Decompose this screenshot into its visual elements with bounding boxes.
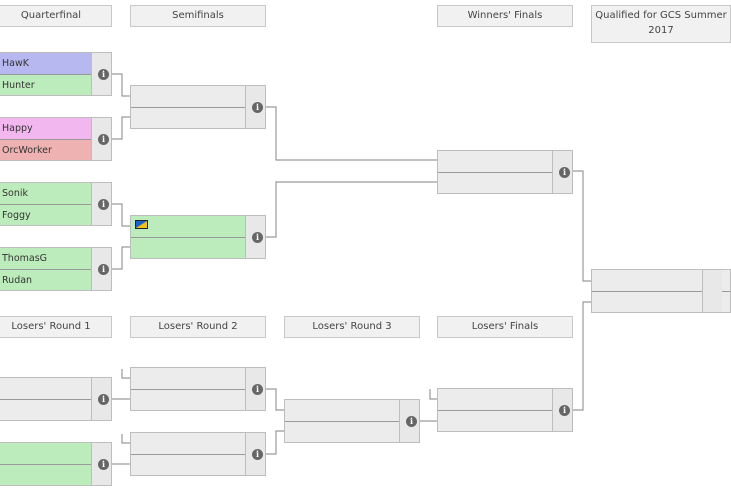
team-slot[interactable] [592,292,710,312]
match-divider [438,410,572,411]
match-losers-round-3[interactable]: i [284,399,420,443]
match-losers-finals[interactable]: i [437,388,573,432]
team-slot[interactable] [131,368,245,389]
team-slot[interactable] [131,390,245,410]
team-slot[interactable]: Happy [0,118,91,139]
team-slot[interactable] [438,389,552,410]
match-divider [592,291,730,292]
team-slot[interactable]: OrcWorker [0,140,91,160]
match-quarterfinal-3[interactable]: Sonik Foggy i [0,182,112,226]
team-slot[interactable]: Foggy [0,205,91,225]
match-divider [0,464,111,465]
match-divider [0,269,111,270]
header-qualified: Qualified for GCS Summer 2017 [591,5,731,43]
team-slot[interactable]: Sonik [0,183,91,204]
match-divider [131,389,265,390]
info-icon[interactable]: i [252,449,263,460]
team-slot[interactable] [0,378,91,399]
flag-icon [135,220,148,229]
match-divider [285,421,419,422]
header-winners-finals: Winners' Finals [437,5,573,27]
header-losers-round-2: Losers' Round 2 [130,316,266,338]
info-icon[interactable]: i [98,69,109,80]
team-slot[interactable]: Rudan [0,270,91,290]
header-losers-round-3: Losers' Round 3 [284,316,420,338]
team-slot[interactable] [438,151,552,172]
match-losers-round-1-2[interactable]: i [0,442,112,486]
team-slot[interactable]: HawK [0,53,91,74]
team-slot[interactable] [592,270,710,291]
match-winners-finals[interactable]: i [437,150,573,194]
match-divider [131,107,265,108]
match-divider [131,237,265,238]
header-losers-round-1: Losers' Round 1 [0,316,112,338]
score-column [702,270,722,312]
match-divider [131,454,265,455]
team-slot[interactable] [0,465,91,485]
match-divider [0,204,111,205]
match-semifinal-2[interactable]: i [130,215,266,259]
match-quarterfinal-1[interactable]: HawK Hunter i [0,52,112,96]
match-divider [0,74,111,75]
match-losers-round-2-1[interactable]: i [130,367,266,411]
info-icon[interactable]: i [98,199,109,210]
match-qualified[interactable] [591,269,731,313]
info-icon[interactable]: i [98,134,109,145]
team-slot[interactable] [131,433,245,454]
match-quarterfinal-2[interactable]: Happy OrcWorker i [0,117,112,161]
info-icon[interactable]: i [559,405,570,416]
info-icon[interactable]: i [406,416,417,427]
header-losers-finals: Losers' Finals [437,316,573,338]
info-icon[interactable]: i [559,167,570,178]
match-losers-round-1-1[interactable]: i [0,377,112,421]
header-quarterfinal: Quarterfinal [0,5,112,27]
match-divider [0,399,111,400]
match-divider [438,172,572,173]
team-slot[interactable] [131,86,245,107]
info-icon[interactable]: i [252,102,263,113]
match-divider [0,139,111,140]
team-slot[interactable] [438,411,552,431]
team-slot[interactable]: ThomasG [0,248,91,269]
team-slot[interactable] [0,400,91,420]
info-icon[interactable]: i [252,232,263,243]
team-slot[interactable] [131,216,245,237]
info-icon[interactable]: i [98,459,109,470]
match-quarterfinal-4[interactable]: ThomasG Rudan i [0,247,112,291]
team-slot[interactable] [131,238,245,258]
match-semifinal-1[interactable]: i [130,85,266,129]
match-losers-round-2-2[interactable]: i [130,432,266,476]
info-icon[interactable]: i [252,384,263,395]
team-slot[interactable] [285,422,399,442]
header-semifinals: Semifinals [130,5,266,27]
team-slot[interactable] [131,108,245,128]
team-slot[interactable] [438,173,552,193]
team-slot[interactable] [0,443,91,464]
team-slot[interactable]: Hunter [0,75,91,95]
info-icon[interactable]: i [98,394,109,405]
info-icon[interactable]: i [98,264,109,275]
team-slot[interactable] [131,455,245,475]
team-slot[interactable] [285,400,399,421]
